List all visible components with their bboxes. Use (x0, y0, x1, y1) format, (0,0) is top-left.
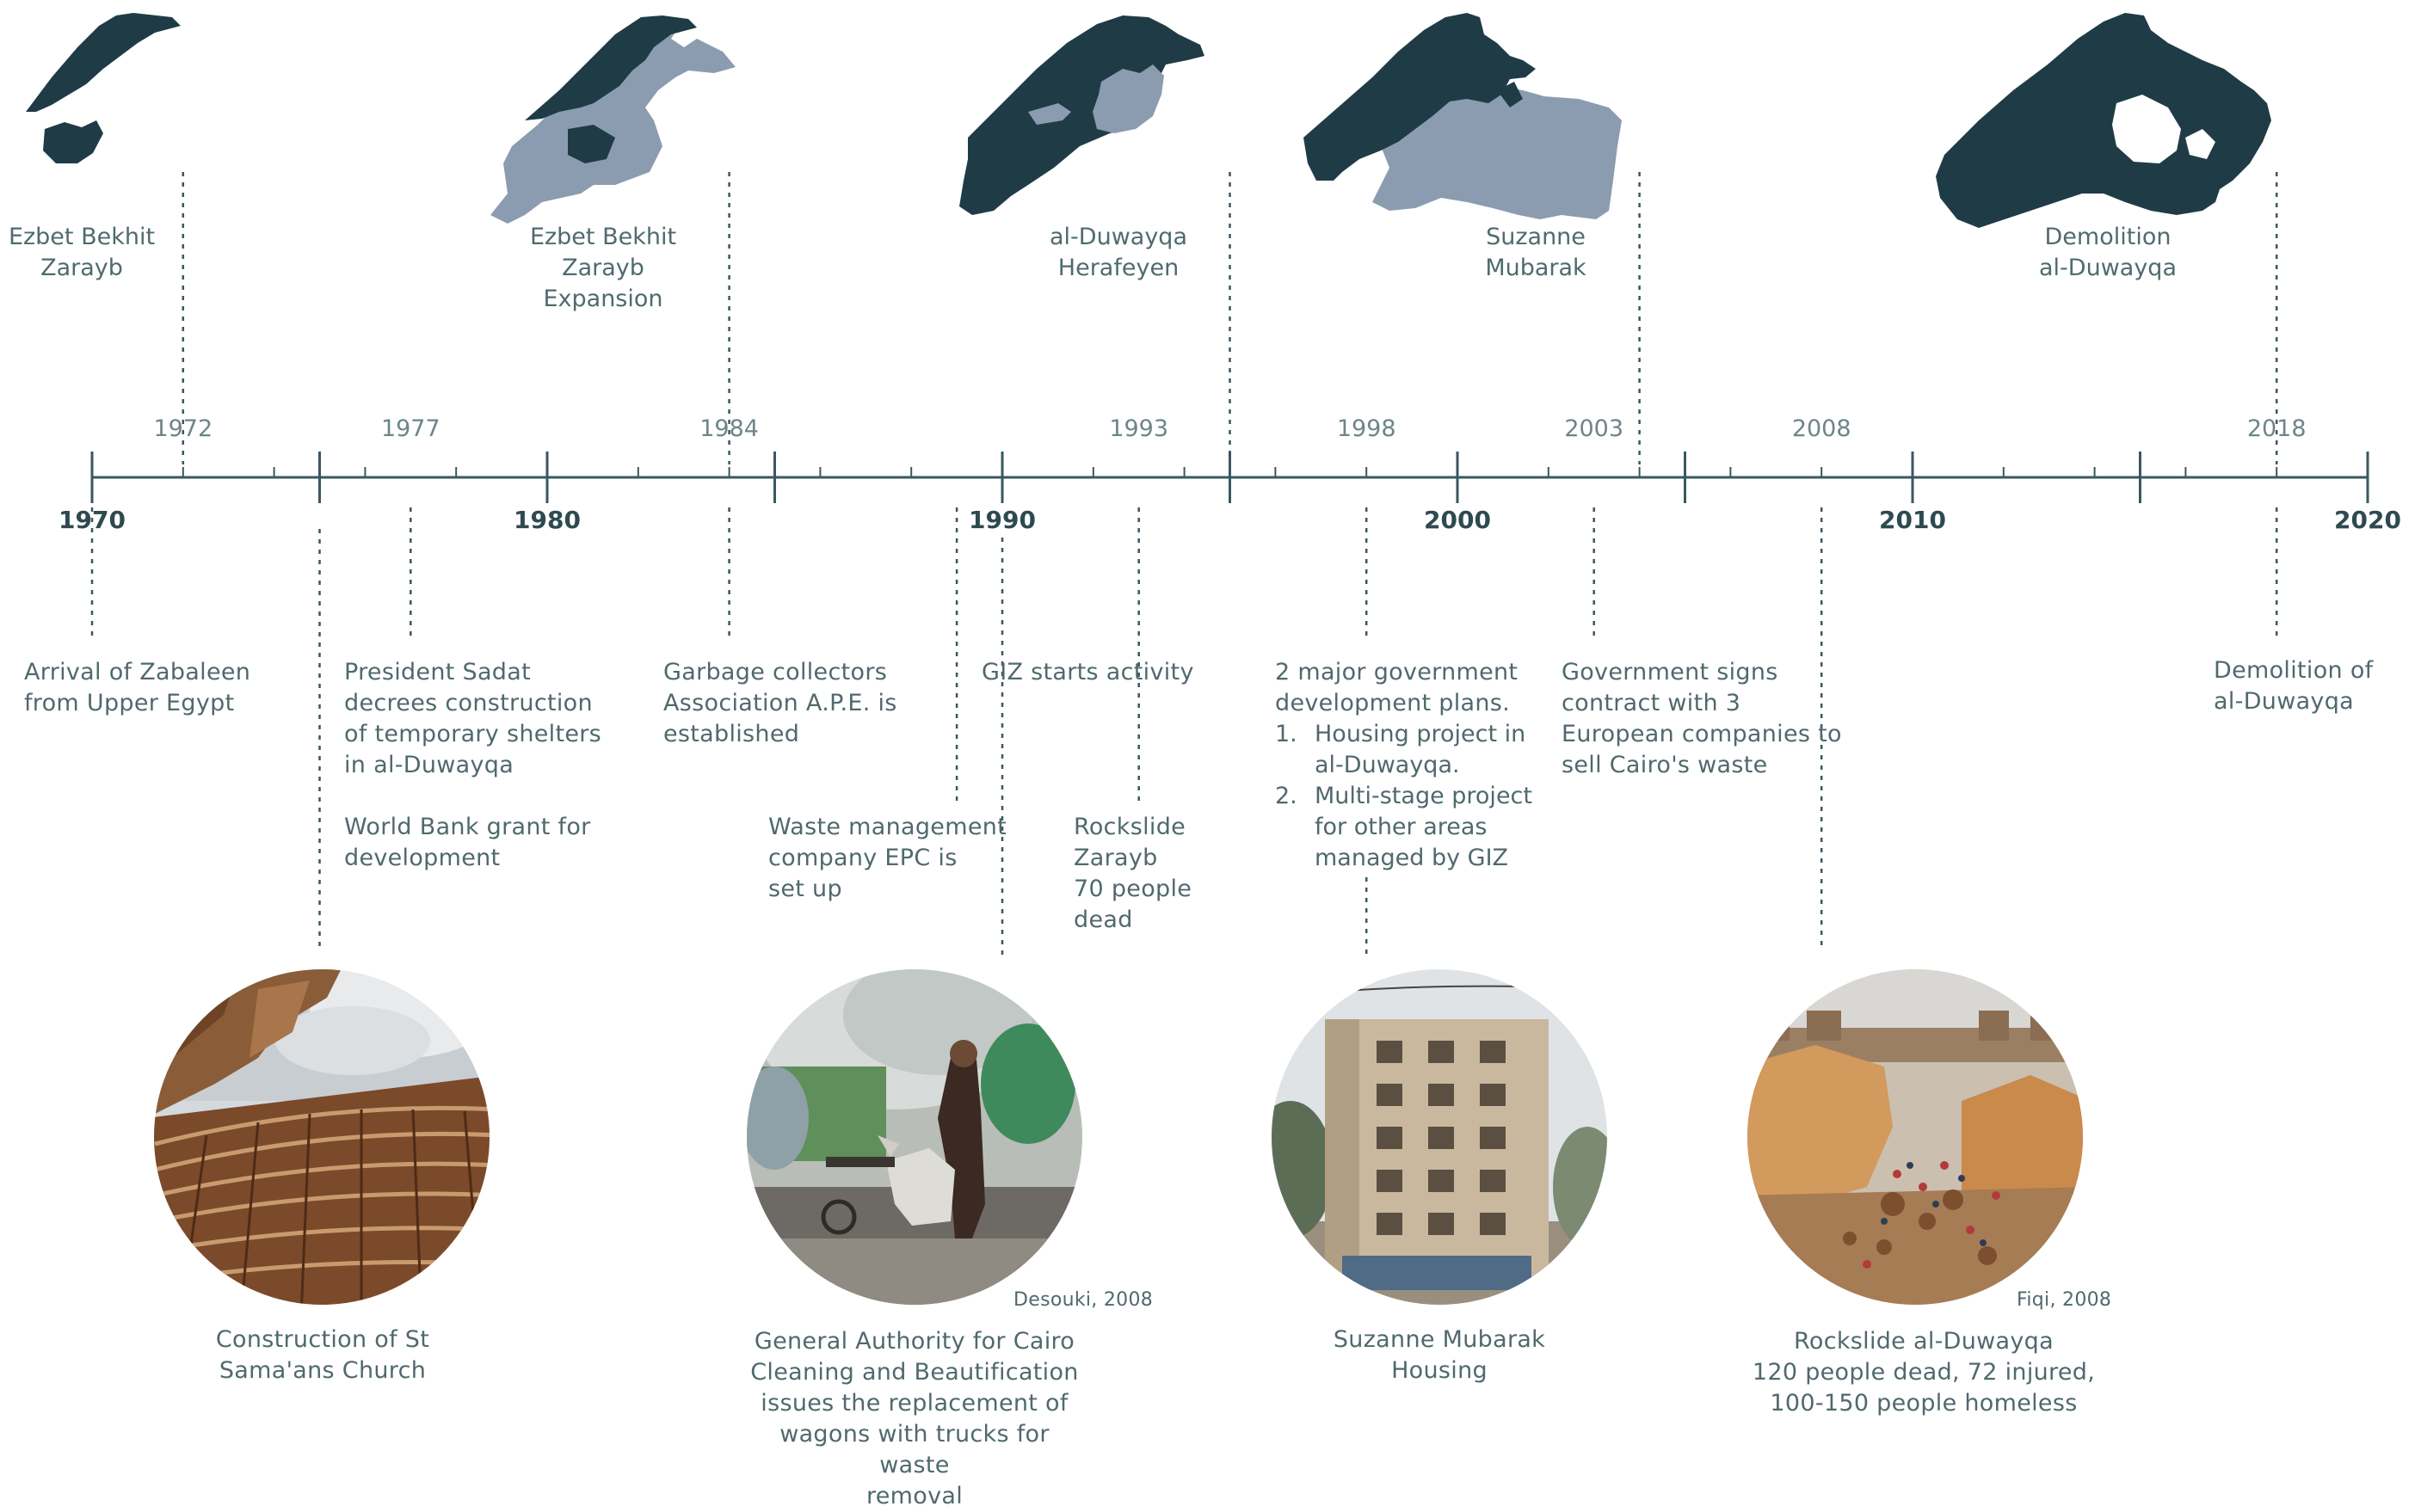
year-label-major: 1990 (969, 506, 1036, 534)
map-al-duwayqa-herafeyen (959, 15, 1204, 215)
plan-item-text: Multi-stage project for other areas mana… (1315, 783, 1532, 871)
year-label-major: 2010 (1879, 506, 1946, 534)
year-label-minor: 1993 (1109, 415, 1169, 442)
map-label-al-duwayqa-herafeyen: al-Duwayqa Herafeyen (1050, 224, 1187, 281)
event-epc-set-up: Waste management company EPC is set up (768, 814, 1007, 902)
credit-waste-wagon: Desouki, 2008 (1013, 1289, 1154, 1311)
photo-rockslide-al-duwayqa (1747, 969, 2083, 1305)
caption-waste-wagon: General Authority for Cairo Cleaning and… (750, 1328, 1079, 1509)
timeline-axis (90, 452, 2369, 503)
map-demolition-al-duwayqa (1936, 13, 2271, 228)
year-label-major: 2020 (2334, 506, 2401, 534)
event-ape-established: Garbage collectors Association A.P.E. is… (663, 659, 897, 747)
event-sadat-decree: President Sadat decrees construction of … (344, 659, 602, 778)
year-label-minor: 2003 (1564, 415, 1624, 442)
plan-item-number: 1. (1275, 721, 1297, 747)
map-suzanne-mubarak (1303, 13, 1622, 219)
photo-st-samaans-church (154, 969, 490, 1305)
event-world-bank-grant: World Bank grant for development (344, 814, 591, 871)
year-label-minor: 1972 (153, 415, 213, 442)
year-label-major: 1980 (514, 506, 581, 534)
year-label-minor: 1998 (1336, 415, 1396, 442)
event-connectors (90, 172, 2278, 955)
timeline-graphic (26, 13, 2369, 1305)
map-label-ezbet-bekhit-zarayb-expansion: Ezbet Bekhit Zarayb Expansion (529, 224, 677, 312)
year-label-minor: 1977 (380, 415, 440, 442)
event-demolition: Demolition of al-Duwayqa (2214, 657, 2374, 715)
year-label-major: 1970 (59, 506, 126, 534)
map-ezbet-bekhit-zarayb (26, 13, 181, 163)
map-ezbet-bekhit-zarayb-expansion (490, 15, 736, 224)
caption-suzanne-mubarak-housing: Suzanne Mubarak Housing (1333, 1326, 1546, 1384)
event-arrival-zabaleen: Arrival of Zabaleen from Upper Egypt (24, 659, 251, 716)
year-label-minor: 2008 (1791, 415, 1851, 442)
event-rockslide-zarayb: Rockslide Zarayb 70 people dead (1074, 814, 1192, 933)
year-label-minor: 1984 (699, 415, 759, 442)
plan-item-text: Housing project in al-Duwayqa. (1315, 721, 1526, 778)
event-waste-contract: Government signs contract with 3 Europea… (1562, 659, 1842, 778)
credit-rockslide-al-duwayqa: Fiqi, 2008 (2017, 1289, 2112, 1311)
plan-item-number: 2. (1275, 783, 1297, 809)
event-government-plans-intro: 2 major government development plans. (1275, 659, 1519, 716)
photo-suzanne-mubarak-housing (1272, 969, 1607, 1305)
plan-item-2: 2. Multi-stage project for other areas ma… (1275, 781, 1532, 874)
timeline-diagram: Ezbet Bekhit Zarayb Ezbet Bekhit Zarayb … (8, 13, 2401, 1509)
map-label-suzanne-mubarak: Suzanne Mubarak (1485, 224, 1586, 281)
year-label-major: 2000 (1424, 506, 1491, 534)
map-label-demolition-al-duwayqa: Demolition al-Duwayqa (2039, 224, 2177, 281)
event-giz-starts: GIZ starts activity (982, 659, 1194, 685)
year-label-minor: 2018 (2246, 415, 2307, 442)
caption-st-samaans-church: Construction of St Sama'ans Church (215, 1326, 430, 1384)
map-label-ezbet-bekhit-zarayb: Ezbet Bekhit Zarayb (8, 224, 156, 281)
caption-rockslide-al-duwayqa: Rockslide al-Duwayqa 120 people dead, 72… (1752, 1328, 2096, 1417)
event-government-plans-list: 1. Housing project in al-Duwayqa. 2. Multi… (1275, 719, 1532, 874)
photo-waste-wagon (747, 969, 1082, 1305)
plan-item-1: 1. Housing project in al-Duwayqa. (1275, 719, 1532, 781)
